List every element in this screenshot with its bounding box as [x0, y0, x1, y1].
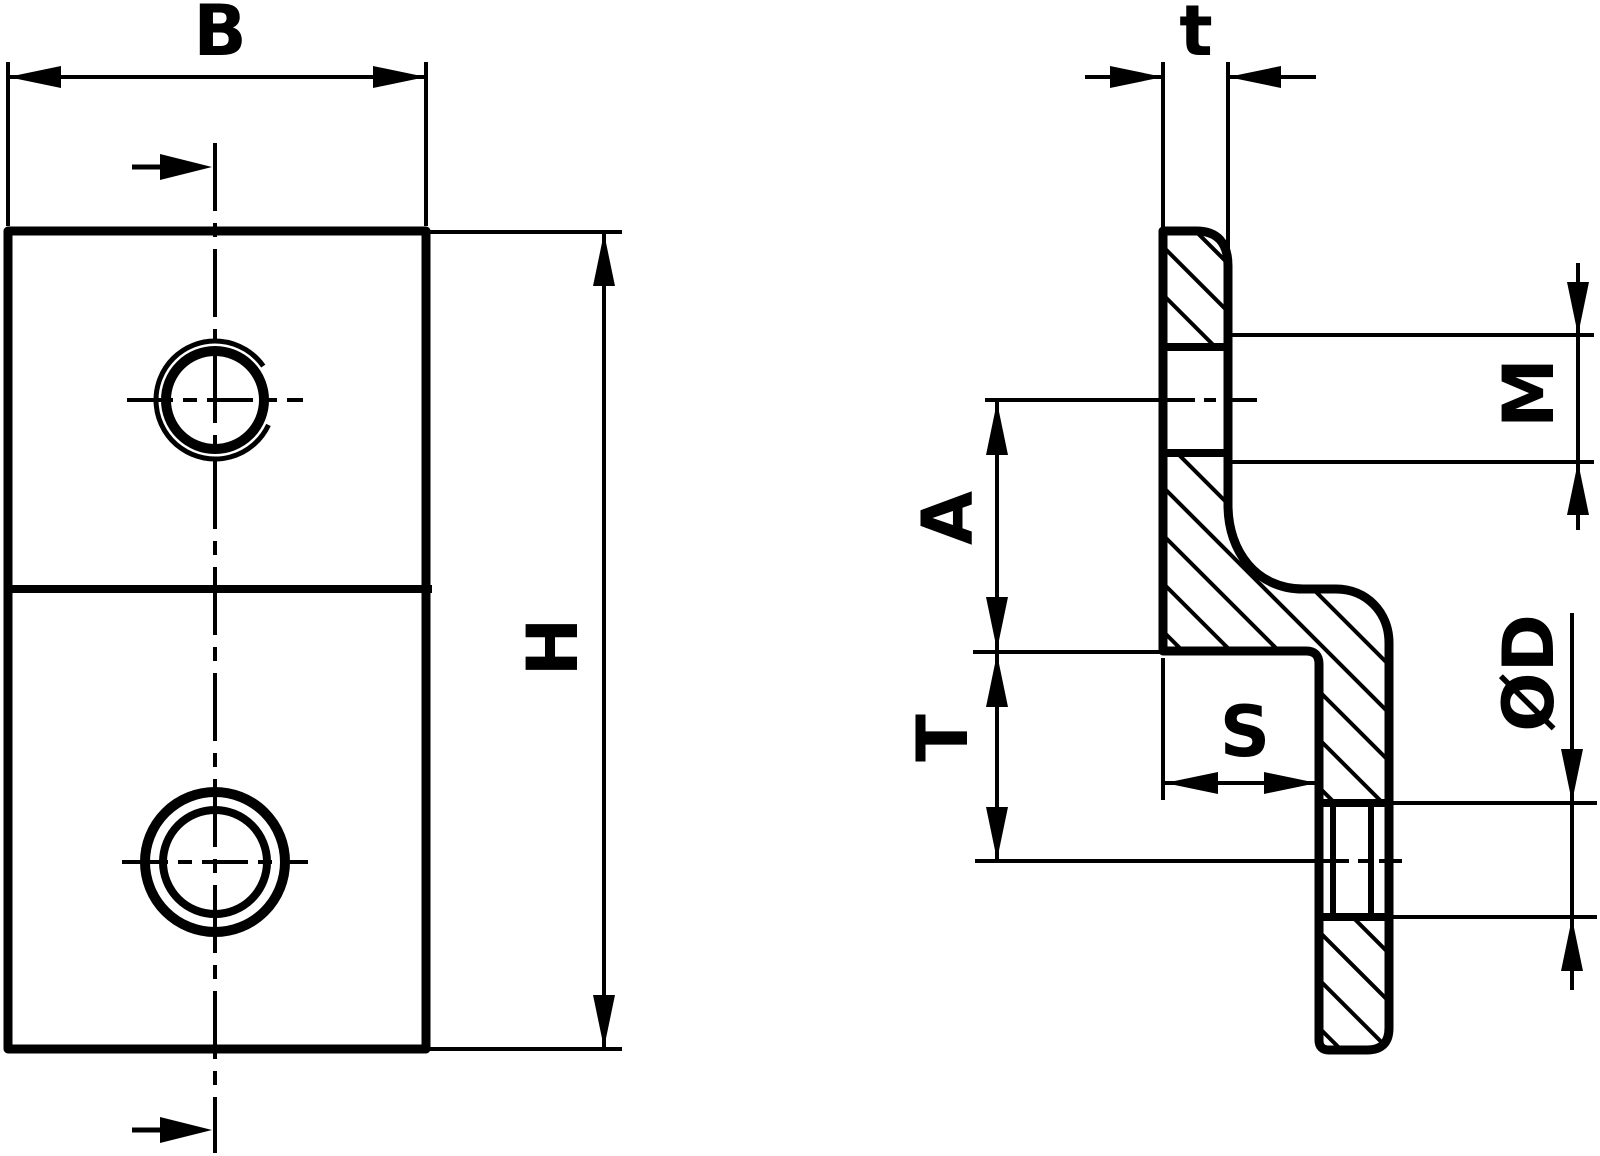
dim-label-S: S [1220, 691, 1270, 773]
side-view: t M A T [902, 0, 1597, 1055]
front-view: B H [3, 0, 622, 1153]
dim-thickness-t: t [1085, 0, 1316, 254]
dim-height-H: H [430, 230, 622, 1051]
side-lower-hole [975, 799, 1402, 921]
dim-label-B: B [193, 0, 246, 72]
up-arrowhead-icon [593, 233, 615, 286]
down-arrowhead-icon [986, 807, 1008, 860]
dim-A: A [907, 400, 1160, 654]
right-arrowhead-icon [160, 1117, 212, 1143]
down-arrowhead-icon [1561, 749, 1583, 802]
dim-label-M: M [1488, 358, 1570, 428]
dim-thread-M: M [1231, 263, 1594, 530]
dim-hole-diameter-OD: ØD [1393, 613, 1597, 990]
down-arrowhead-icon [1567, 282, 1589, 335]
left-arrowhead-icon [8, 66, 61, 88]
right-arrowhead-icon [1110, 66, 1163, 88]
up-arrowhead-icon [1561, 918, 1583, 971]
up-arrowhead-icon [986, 654, 1008, 707]
dim-label-OD: ØD [1488, 614, 1570, 732]
right-arrowhead-icon [160, 154, 212, 180]
up-arrowhead-icon [1567, 462, 1589, 515]
centerline-arrow-top [132, 154, 212, 180]
dim-label-A: A [907, 491, 989, 545]
down-arrowhead-icon [593, 995, 615, 1048]
dim-label-T: T [902, 714, 984, 762]
centerline-arrow-bottom [132, 1117, 212, 1143]
down-arrowhead-icon [986, 597, 1008, 650]
dim-S: S [1161, 658, 1319, 800]
left-arrowhead-icon [1165, 772, 1218, 794]
right-arrowhead-icon [1264, 772, 1317, 794]
front-upper-threaded-hole [127, 338, 303, 462]
section-profile-outline [1158, 226, 1394, 1055]
front-lower-hole [122, 787, 308, 937]
dim-label-H: H [512, 618, 594, 677]
dim-width-B: B [6, 0, 428, 226]
side-upper-hole [985, 343, 1257, 457]
right-arrowhead-icon [373, 66, 426, 88]
dim-label-t: t [1179, 0, 1212, 72]
left-arrowhead-icon [1228, 66, 1281, 88]
thread-arc [153, 338, 271, 462]
up-arrowhead-icon [986, 402, 1008, 455]
dim-T: T [902, 652, 1008, 861]
